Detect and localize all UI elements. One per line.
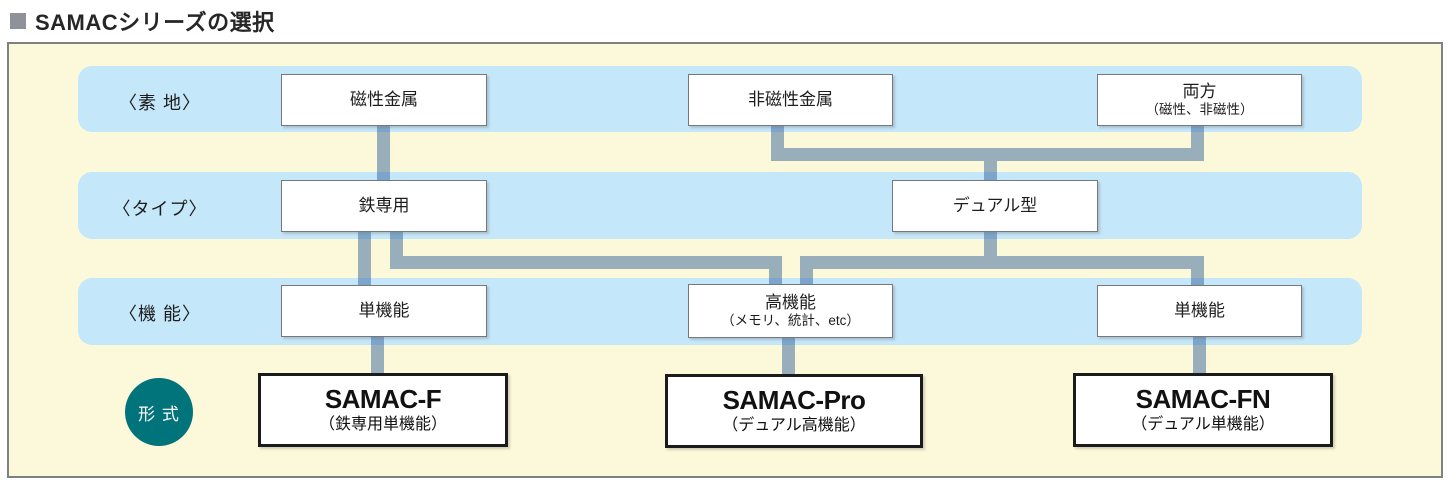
box-label: デュアル型: [952, 195, 1038, 215]
section-title-text: SAMACシリーズの選択: [35, 10, 275, 35]
model-name: SAMAC-F: [324, 384, 442, 415]
box-label: 単機能: [358, 300, 410, 320]
row-label-type: 〈タイプ〉: [112, 199, 208, 219]
model-samac-fn: SAMAC-FN （デュアル単機能）: [1073, 373, 1333, 447]
connector-branch-to-single-right: [1191, 269, 1204, 285]
connector-single-to-samac-fn: [1193, 336, 1206, 374]
model-desc: （デュアル単機能）: [1131, 416, 1275, 434]
connector-row2-branch-horizontal: [800, 256, 1204, 269]
box-sublabel: （メモリ、統計、etc）: [721, 313, 860, 329]
model-desc: （デュアル高機能）: [722, 417, 866, 435]
box-magnetic-metal: 磁性金属: [281, 74, 487, 126]
connector-iron-to-single-left: [358, 232, 371, 285]
box-label: 両方: [1182, 81, 1217, 101]
connector-nonmagnetic-drop: [771, 126, 784, 148]
section-bullet-icon: [10, 13, 26, 29]
box-single-function-left: 単機能: [281, 285, 487, 337]
box-label: 高機能: [765, 292, 816, 312]
model-samac-pro: SAMAC-Pro （デュアル高機能）: [665, 374, 923, 448]
connector-both-drop: [1191, 125, 1204, 148]
connector-single-to-samac-f: [371, 336, 384, 374]
model-name: SAMAC-FN: [1135, 384, 1271, 415]
row-label-function: 〈機 能〉: [118, 304, 201, 324]
connector-merge-to-dual: [984, 161, 997, 180]
box-single-function-right: 単機能: [1097, 285, 1302, 337]
box-label: 磁性金属: [350, 89, 418, 109]
model-type-badge: 形 式: [125, 378, 193, 446]
box-iron-only: 鉄専用: [281, 180, 487, 232]
box-dual-type: デュアル型: [892, 180, 1098, 232]
box-label: 非磁性金属: [748, 89, 833, 109]
section-title: SAMACシリーズの選択: [10, 5, 275, 37]
box-both-metals: 両方 （磁性、非磁性）: [1097, 74, 1302, 126]
box-label: 鉄専用: [358, 195, 410, 215]
connector-high-to-samac-pro: [782, 337, 795, 375]
model-samac-f: SAMAC-F （鉄専用単機能）: [258, 373, 508, 447]
connector-branch-to-high: [800, 269, 813, 285]
box-high-function: 高機能 （メモリ、統計、etc）: [688, 284, 893, 338]
connector-iron-branch-to-high: [769, 269, 782, 285]
row-label-substrate: 〈素 地〉: [118, 93, 201, 113]
box-sublabel: （磁性、非磁性）: [1145, 102, 1254, 118]
model-desc: （鉄専用単機能）: [318, 416, 447, 434]
box-non-magnetic-metal: 非磁性金属: [688, 74, 893, 126]
connector-dual-drop: [984, 232, 997, 256]
box-label: 単機能: [1174, 300, 1225, 320]
connector-row1-merge-horizontal: [771, 148, 1204, 161]
band-type: [78, 172, 1362, 239]
connector-iron-branch-horizontal: [390, 256, 782, 269]
connector-magnetic-to-iron: [377, 126, 390, 180]
connector-iron-branch-down: [390, 232, 403, 256]
model-name: SAMAC-Pro: [722, 385, 866, 416]
